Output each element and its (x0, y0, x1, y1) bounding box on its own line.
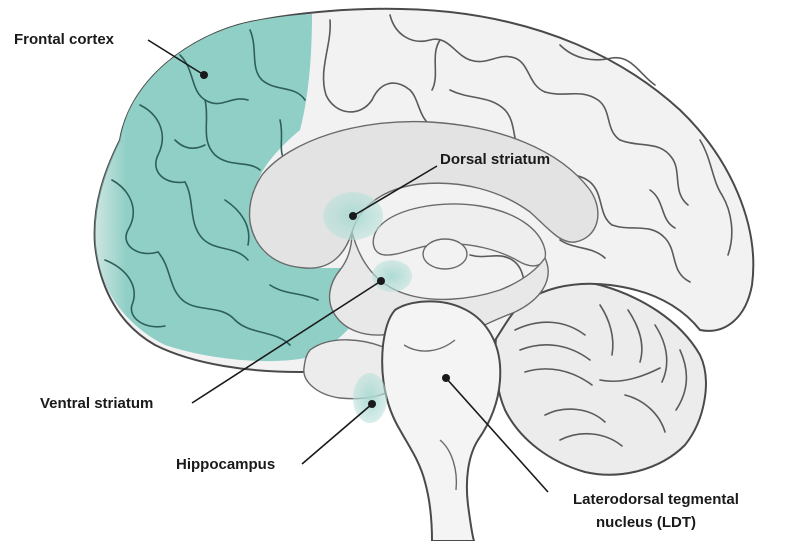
ventral-striatum-region (372, 260, 412, 292)
label-dorsal-striatum: Dorsal striatum (440, 151, 550, 168)
label-ldt-line2: nucleus (LDT) (596, 514, 696, 531)
label-ldt-line1: Laterodorsal tegmental (573, 491, 739, 508)
label-frontal-cortex: Frontal cortex (14, 31, 115, 48)
label-ventral-striatum: Ventral striatum (40, 395, 153, 412)
cerebellum (495, 281, 706, 475)
brainstem (382, 301, 500, 541)
label-hippocampus: Hippocampus (176, 456, 275, 473)
leader-hippocampus (302, 400, 376, 464)
thalamus-oval (423, 239, 467, 269)
